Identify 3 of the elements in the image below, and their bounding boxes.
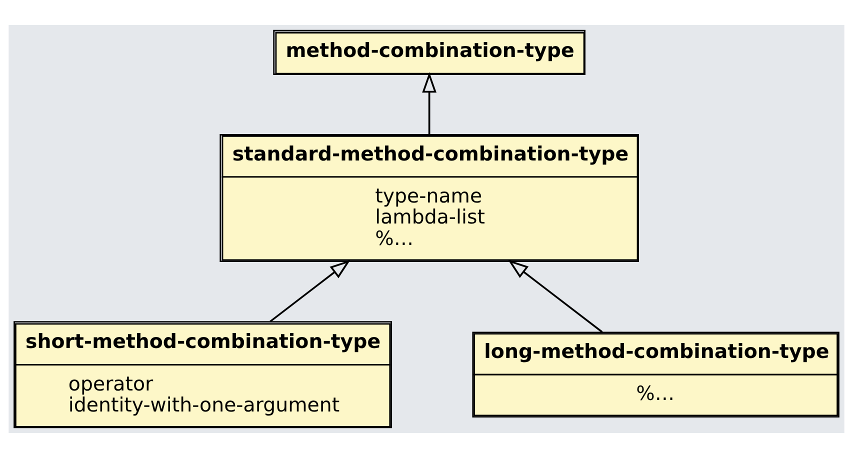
arrow bbox=[270, 260, 350, 322]
arrow bbox=[422, 72, 437, 134]
arrow bbox=[508, 260, 603, 333]
